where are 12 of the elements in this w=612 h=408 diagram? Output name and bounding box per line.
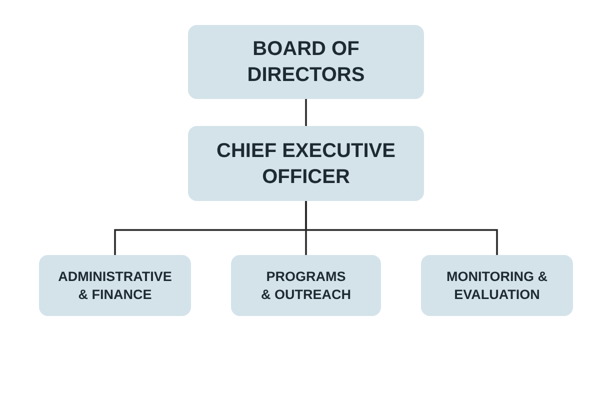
box-label: CHIEF EXECUTIVE OFFICER <box>216 138 396 190</box>
connector-line <box>305 201 498 255</box>
org-box <box>188 126 424 201</box>
box-label: PROGRAMS & OUTREACH <box>261 268 351 304</box>
org-box <box>421 255 573 316</box>
org-box <box>188 25 424 99</box>
box-label: BOARD OF DIRECTORS <box>246 37 366 88</box>
box-label: ADMINISTRATIVE & FINANCE <box>57 268 173 304</box>
connector-line <box>305 99 307 126</box>
org-box <box>39 255 191 316</box>
box-label: MONITORING & EVALUATION <box>446 268 548 304</box>
org-box <box>231 255 381 316</box>
